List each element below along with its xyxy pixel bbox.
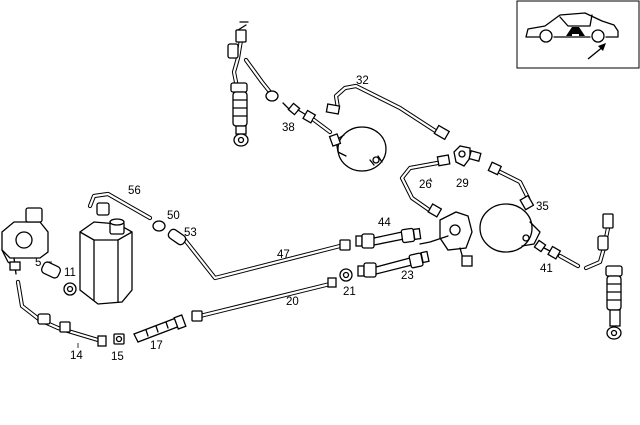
hose-23 [357, 250, 430, 278]
callout-53: 53 [184, 227, 197, 239]
car-silhouette-icon [525, 12, 619, 43]
hydraulic-pump [1, 207, 49, 275]
accumulator-right [479, 203, 541, 253]
callout-20: 20 [286, 296, 299, 308]
part-21-nut [339, 268, 353, 282]
part-38-fittings [282, 102, 333, 135]
part-5-spacer [40, 261, 62, 279]
callout-47: 47 [277, 249, 290, 261]
accumulator-left [328, 126, 387, 172]
line-47 [182, 237, 351, 281]
callout-56: 56 [128, 185, 141, 197]
callout-26: 26 [419, 179, 432, 191]
part-11-clamp [63, 282, 77, 296]
part-53-sleeve [167, 228, 187, 246]
hose-44 [355, 227, 422, 249]
callout-23: 23 [401, 270, 414, 282]
fluid-reservoir [79, 218, 133, 305]
callout-35: 35 [536, 201, 549, 213]
car-locator-inset [516, 0, 640, 69]
callout-32: 32 [356, 75, 369, 87]
line-32 [325, 83, 451, 141]
callout-41: 41 [540, 263, 553, 275]
part-41-fittings [533, 239, 581, 269]
line-14 [15, 279, 107, 347]
callout-17: 17 [150, 340, 163, 352]
level-control-valve [419, 211, 473, 267]
right-strut-assembly [583, 213, 623, 340]
line-26 [399, 154, 451, 218]
callout-44: 44 [378, 217, 391, 229]
line-56 [87, 191, 153, 221]
part-29-bracket [453, 145, 482, 167]
part-15-fitting [113, 333, 125, 345]
callout-21: 21 [343, 286, 356, 298]
line-20 [191, 277, 337, 322]
callout-15: 15 [111, 351, 124, 363]
up-arrow-icon [566, 27, 585, 36]
part-50-clamp [152, 220, 166, 232]
callout-29: 29 [456, 178, 469, 190]
pointer-arrow-icon [587, 43, 606, 60]
callout-50: 50 [167, 210, 180, 222]
callout-labels: 5 11 14 15 17 20 21 23 26 29 32 35 38 41… [35, 75, 553, 363]
callout-38: 38 [282, 122, 295, 134]
left-strut-assembly [227, 21, 279, 147]
callout-14: 14 [70, 350, 83, 362]
part-17-fitting [133, 314, 187, 343]
callout-5: 5 [35, 257, 41, 269]
callout-11: 11 [64, 267, 76, 279]
line-35 [487, 161, 535, 211]
